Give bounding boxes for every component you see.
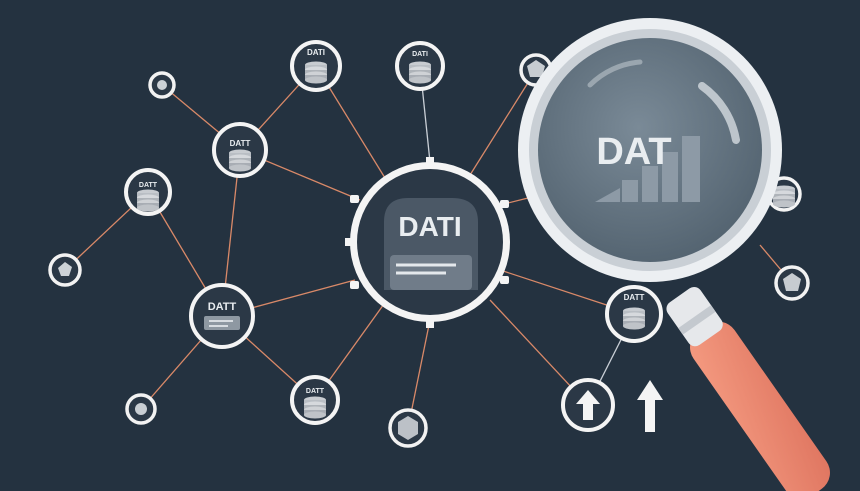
shield-icon (527, 60, 545, 77)
database-icon (305, 61, 327, 84)
db-node-left: DATT (124, 168, 172, 216)
node-label: DATT (208, 301, 237, 313)
arrow-up-icon (637, 380, 663, 432)
arrow-up-standalone (637, 380, 663, 432)
upload-arrow-node (561, 378, 615, 432)
shield-node-right (774, 265, 810, 301)
database-icon (304, 396, 326, 419)
node-label: DATT (306, 388, 325, 395)
shield-icon (58, 262, 72, 276)
document-node-lower-left: DATT (189, 283, 255, 349)
node-label: DATI (412, 51, 428, 58)
shield-icon (135, 403, 147, 415)
node-label: DATI (307, 48, 325, 57)
hub-label: DATI (398, 211, 461, 242)
shield-node-left (48, 253, 82, 287)
db-node-right-mid: DATT (605, 285, 663, 343)
magnifier-label: DAT (596, 131, 671, 173)
node-label: DATT (139, 182, 158, 189)
db-node-top-left: DATI (290, 40, 342, 92)
magnifier-handle (690, 321, 830, 491)
bar-chart-icon (595, 136, 700, 202)
shield-node-bottom (388, 408, 428, 448)
shield-node-bottom-left (125, 393, 157, 425)
shield-icon (157, 80, 167, 90)
arrow-up-icon (576, 390, 600, 420)
db-node-upper-left: DATT (212, 122, 268, 178)
db-node-bottom-mid: DATT (290, 375, 340, 425)
database-icon (623, 307, 645, 330)
shield-icon (398, 416, 418, 440)
database-icon (409, 61, 431, 84)
shield-icon (783, 273, 801, 291)
node-label: DATT (230, 139, 251, 148)
database-icon (137, 189, 159, 212)
magnifying-glass-icon: DAT (518, 18, 830, 491)
central-hub: DATI (345, 157, 510, 328)
database-icon (773, 185, 795, 208)
shield-node-top-left (148, 71, 176, 99)
document-icon (204, 316, 240, 330)
database-icon (229, 149, 251, 172)
db-node-top-mid: DATI (395, 41, 445, 91)
node-label: DATT (624, 293, 645, 302)
